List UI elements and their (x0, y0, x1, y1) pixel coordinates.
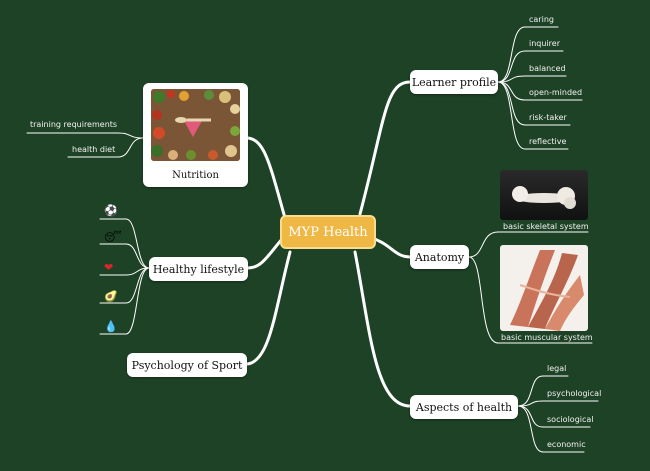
topic-anatomy[interactable]: Anatomy (410, 245, 469, 269)
leaf-balanced[interactable]: balanced (529, 64, 566, 73)
caption-muscular: basic muscular system (501, 333, 593, 342)
caption-skeletal: basic skeletal system (503, 222, 589, 231)
food-table-image (151, 89, 240, 161)
heart-icon[interactable]: ❤ (104, 261, 114, 274)
topic-healthy-lifestyle[interactable]: Healthy lifestyle (149, 257, 248, 281)
leaf-inquirer[interactable]: inquirer (529, 39, 560, 48)
topic-learner-profile[interactable]: Learner profile (410, 70, 498, 94)
leaf-legal[interactable]: legal (547, 364, 567, 373)
muscle-image (500, 245, 588, 331)
bone-image (500, 170, 588, 220)
topic-psychology-of-sport[interactable]: Psychology of Sport (127, 353, 247, 377)
leaf-risk-taker[interactable]: risk-taker (529, 113, 567, 122)
leaf-sociological[interactable]: sociological (547, 415, 594, 424)
leaf-training-requirements[interactable]: training requirements (30, 120, 118, 129)
sleeping-face-icon[interactable]: 😴 (104, 231, 122, 244)
topic-nutrition[interactable]: Nutrition (143, 83, 248, 187)
link-center-aspects (353, 250, 412, 408)
leaf-reflective[interactable]: reflective (529, 137, 567, 146)
topic-aspects-of-health[interactable]: Aspects of health (410, 395, 518, 419)
leaf-psychological[interactable]: psychological (547, 389, 602, 398)
leaf-health-diet[interactable]: health diet (72, 145, 116, 154)
link-center-nutrition (246, 136, 287, 220)
central-topic[interactable]: MYP Health (280, 215, 376, 249)
water-drop-icon[interactable]: 💧 (104, 320, 118, 333)
leaf-economic[interactable]: economic (547, 440, 586, 449)
link-center-learner-profile (358, 80, 412, 216)
link-center-healthy (246, 236, 285, 270)
link-center-psychology (245, 250, 292, 366)
link-center-anatomy (370, 236, 412, 259)
leaf-open-minded[interactable]: open-minded (529, 88, 583, 97)
soccer-ball-icon[interactable]: ⚽ (104, 204, 118, 217)
leaf-caring[interactable]: caring (529, 15, 554, 24)
avocado-icon[interactable]: 🥑 (104, 290, 118, 303)
nutrition-label: Nutrition (172, 170, 219, 181)
